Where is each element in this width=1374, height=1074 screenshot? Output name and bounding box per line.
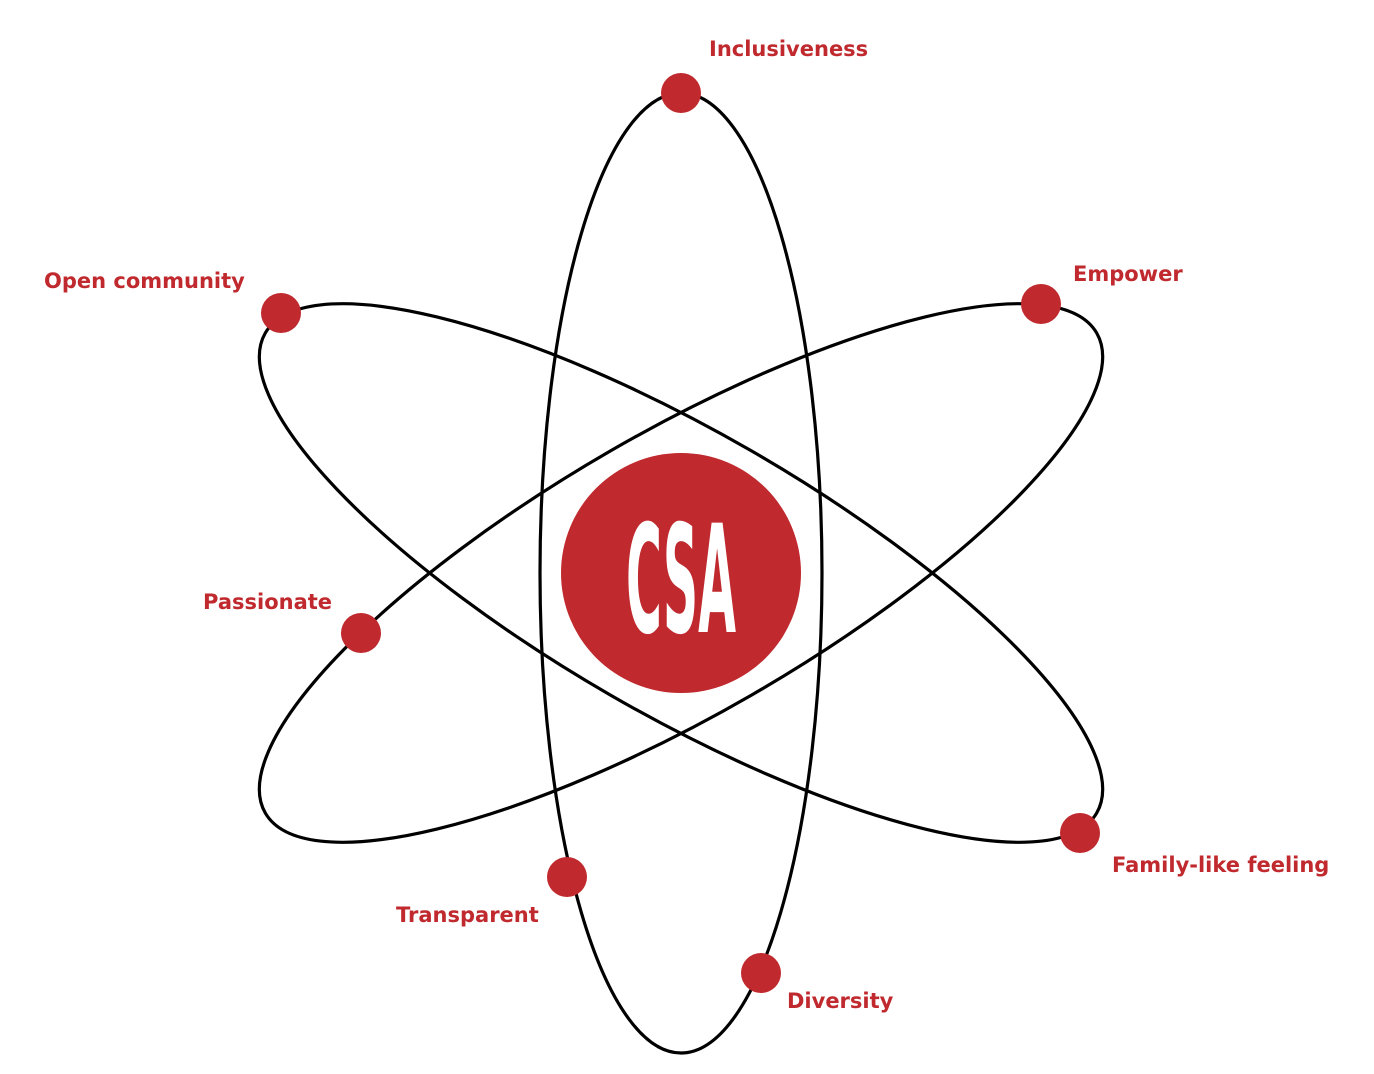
core-label: CSA [626, 494, 736, 668]
node-label-family-like-feeling: Family-like feeling [1112, 853, 1330, 877]
node-label-inclusiveness: Inclusiveness [709, 37, 869, 61]
core-circle [561, 453, 801, 693]
orbit-tilted-left [257, 302, 1105, 844]
node-dot-family-like-feeling[interactable] [1060, 813, 1100, 853]
node-dot-transparent[interactable] [547, 857, 587, 897]
node-label-passionate: Passionate [203, 590, 333, 614]
node-label-diversity: Diversity [787, 989, 894, 1013]
nodes [261, 73, 1100, 993]
node-dot-inclusiveness[interactable] [661, 73, 701, 113]
node-dot-diversity[interactable] [741, 953, 781, 993]
node-dot-open-community[interactable] [261, 293, 301, 333]
core-logo: CSA [626, 494, 736, 668]
node-dot-empower[interactable] [1021, 284, 1061, 324]
core: CSA [561, 453, 801, 693]
orbit-tilted-right [257, 302, 1105, 844]
node-dot-passionate[interactable] [341, 613, 381, 653]
node-label-empower: Empower [1073, 262, 1183, 286]
node-label-open-community: Open community [44, 269, 245, 293]
node-label-transparent: Transparent [396, 903, 539, 927]
